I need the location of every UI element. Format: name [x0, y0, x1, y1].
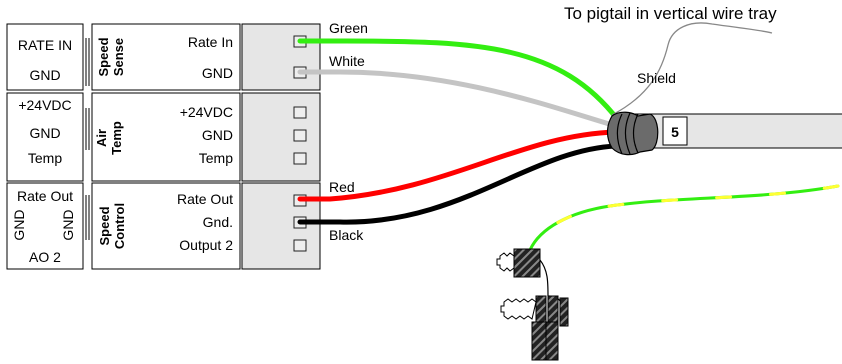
screw-top: [496, 252, 515, 272]
wire-label-white: White: [329, 53, 365, 69]
left-label-rate-out: Rate Out: [17, 188, 73, 204]
wire-green: [297, 38, 621, 123]
terminal-24vdc: [293, 106, 307, 119]
left-label-gnd: GND: [29, 67, 60, 83]
signal-output-2: Output 2: [179, 237, 233, 253]
separator-bars: [85, 38, 90, 240]
signal-rate-out: Rate Out: [177, 191, 233, 207]
group-title-temp: Temp: [109, 121, 124, 155]
pigtail-note: To pigtail in vertical wire tray: [564, 4, 777, 23]
group-title-control: Control: [112, 203, 127, 249]
signal-rate-in: Rate In: [188, 34, 233, 50]
signal-gnd: GND: [202, 65, 233, 81]
signal-24vdc: +24VDC: [180, 104, 233, 120]
left-box-air-temp: [6, 92, 84, 182]
terminal-block: [241, 23, 321, 270]
wire-label-green: Green: [329, 20, 368, 36]
wires: [297, 38, 621, 225]
terminal-group-3: [241, 182, 321, 270]
cable-jacket: [624, 113, 842, 149]
middle-label-boxes: [91, 23, 241, 270]
left-box-labels: RATE IN GND +24VDC GND Temp Rate Out GND…: [11, 37, 76, 265]
left-label-gnd-rotated-b: GND: [60, 209, 76, 240]
shield-label: Shield: [637, 70, 676, 86]
terminal-temp: [293, 152, 307, 165]
terminal-gnd-2: [293, 129, 307, 142]
wire-labels: Green White Red Black Shield: [329, 20, 676, 243]
left-box-speed-control: [6, 182, 84, 270]
left-label-rate-in: RATE IN: [18, 37, 72, 53]
shrink-sleeve: [606, 111, 659, 156]
ground-lug-assembly: [496, 248, 569, 361]
terminal-strap-c: [559, 297, 569, 327]
wire-label-black: Black: [329, 227, 364, 243]
wire-label-red: Red: [329, 179, 355, 195]
mid-box-air-temp: [91, 92, 241, 182]
group-title-sense: Sense: [111, 38, 126, 76]
signal-gnd: GND: [202, 127, 233, 143]
cable: 5: [606, 111, 842, 156]
screw-bottom: [500, 298, 537, 320]
wire-black: [297, 143, 619, 225]
signal-temp: Temp: [199, 150, 233, 166]
mid-box-speed-control: [91, 182, 241, 270]
group-titles: Speed Sense Air Temp Speed Control: [94, 37, 127, 249]
left-box-speed-sense: [6, 23, 84, 91]
ground-bar-a: [531, 321, 547, 361]
group-title-speed-2: Speed: [97, 206, 112, 245]
left-label-24vdc: +24VDC: [18, 97, 71, 113]
shield-wire: [611, 22, 773, 116]
left-label-ao2: AO 2: [29, 249, 61, 265]
mid-box-speed-sense: [91, 23, 241, 91]
signal-gnd: Gnd.: [203, 214, 233, 230]
signal-labels: Rate In GND +24VDC GND Temp Rate Out Gnd…: [177, 34, 233, 253]
cable-number: 5: [671, 124, 679, 140]
terminal-output-2: [293, 239, 307, 252]
group-title-speed: Speed: [96, 37, 111, 76]
ground-lug-top: [513, 248, 541, 278]
left-label-gnd: GND: [29, 125, 60, 141]
group-title-air: Air: [94, 129, 109, 147]
left-label-temp: Temp: [28, 150, 62, 166]
wire-red: [297, 129, 619, 202]
terminal-group-2: [241, 92, 321, 182]
wire-white: [297, 69, 619, 129]
left-connector-boxes: [6, 23, 84, 270]
ground-bar-b: [545, 321, 559, 361]
left-label-gnd-rotated-a: GND: [11, 209, 27, 240]
ground-wire: [528, 184, 840, 252]
terminal-group-1: [241, 23, 321, 91]
cable-number-tag: [662, 116, 688, 146]
